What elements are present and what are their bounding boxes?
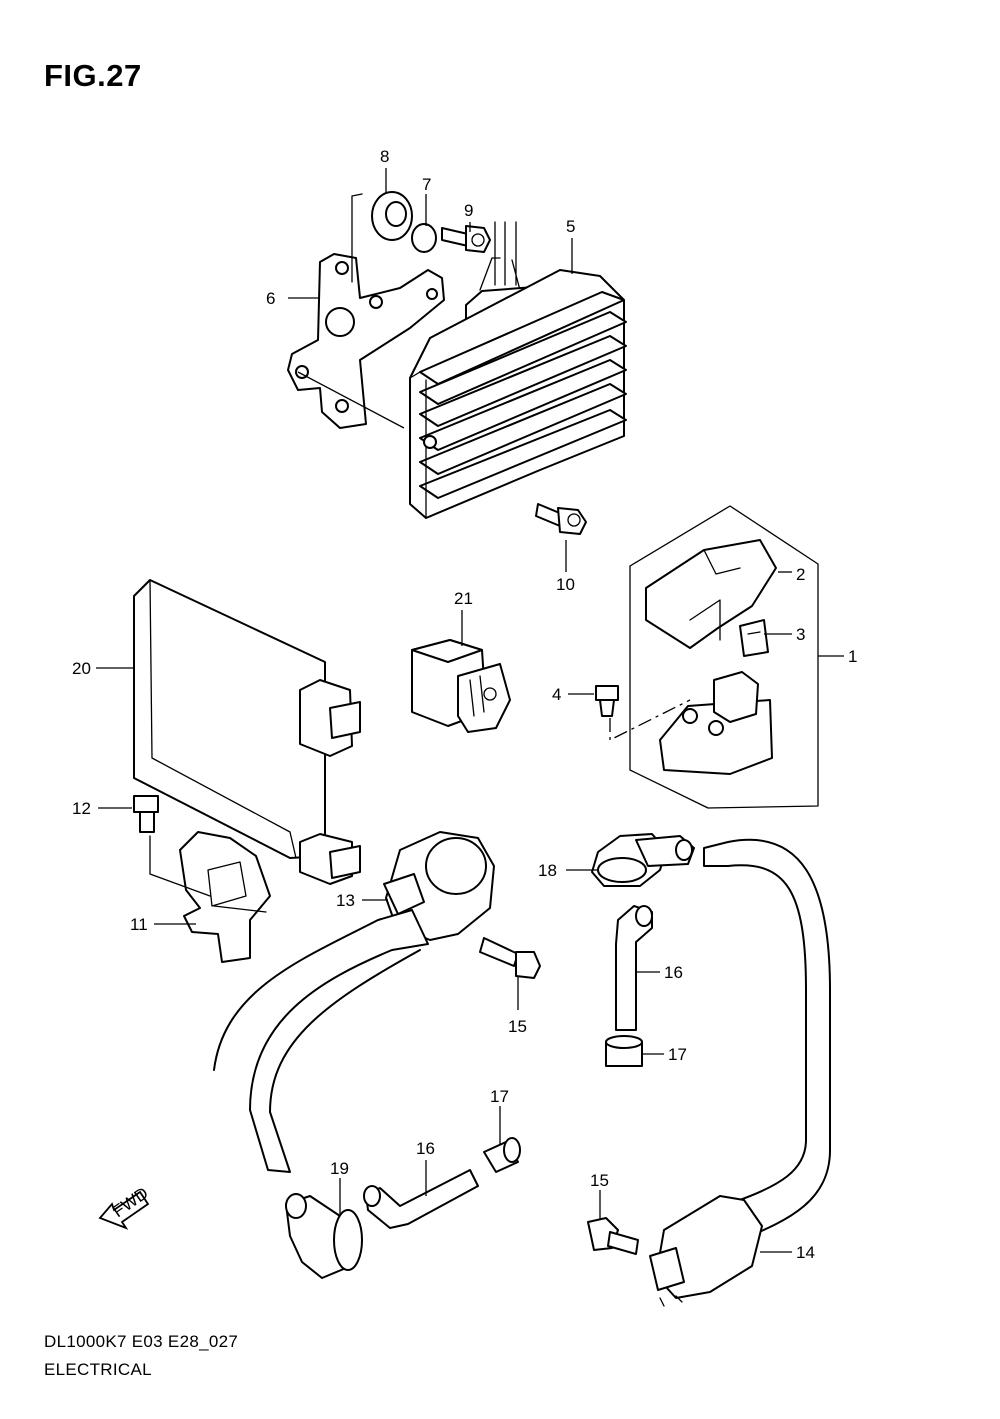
regulator-bracket[interactable] [287, 193, 445, 429]
callout-16-front: 16 [664, 963, 683, 982]
starter-relay-screw[interactable] [595, 685, 691, 742]
plug-cap-rubber-front[interactable] [615, 905, 653, 1031]
callout-5: 5 [566, 217, 575, 236]
coil-bolt-rear[interactable] [479, 937, 541, 979]
callout-9: 9 [464, 201, 473, 220]
callout-4: 4 [552, 685, 561, 704]
callout-18: 18 [538, 861, 557, 880]
callout-14: 14 [796, 1243, 815, 1262]
starter-relay-assembly-frame [629, 505, 819, 809]
callout-13: 13 [336, 891, 355, 910]
grommet[interactable] [371, 191, 413, 241]
camshaft-position-sensor[interactable] [179, 831, 271, 963]
callout-3: 3 [796, 625, 805, 644]
callout-20: 20 [72, 659, 91, 678]
sensor-bolt[interactable] [133, 795, 211, 897]
relay[interactable] [411, 639, 511, 733]
main-fuse[interactable] [739, 619, 769, 657]
callout-15-rear: 15 [508, 1017, 527, 1036]
seal-rubber-front[interactable] [605, 1035, 643, 1067]
model-code: DL1000K7 E03 E28_027 [44, 1332, 239, 1351]
collar[interactable] [411, 223, 437, 253]
callout-2: 2 [796, 565, 805, 584]
callout-17-rear: 17 [490, 1087, 509, 1106]
ignition-lead-front[interactable] [703, 838, 831, 1241]
ignition-coil-front[interactable] [649, 1195, 763, 1307]
section-name: ELECTRICAL [44, 1360, 152, 1379]
coil-bolt-front[interactable] [587, 1217, 639, 1255]
callout-15-front: 15 [590, 1171, 609, 1190]
callout-1: 1 [848, 647, 857, 666]
callout-11: 11 [130, 915, 148, 934]
callout-6: 6 [266, 289, 275, 308]
callout-7: 7 [422, 175, 431, 194]
figure-title: FIG.27 [44, 58, 142, 93]
callout-17-front: 17 [668, 1045, 687, 1064]
starter-relay-cover[interactable] [645, 539, 777, 649]
regulator-bolt-upper[interactable] [441, 225, 491, 253]
ecm-unit[interactable] [133, 579, 361, 885]
regulator-bolt-lower[interactable] [535, 503, 587, 535]
leader-lines [96, 168, 844, 1253]
spark-plug-cap-rear[interactable] [285, 1193, 363, 1279]
callout-10: 10 [556, 575, 575, 594]
callout-8: 8 [380, 147, 389, 166]
plug-cap-rubber-rear[interactable] [363, 1169, 479, 1229]
callout-labels: 8 7 9 5 6 10 21 2 3 1 4 20 12 11 13 15 1… [72, 147, 857, 1262]
seal-rubber-rear[interactable] [483, 1137, 521, 1173]
callout-12: 12 [72, 799, 91, 818]
ignition-coil-rear[interactable] [213, 831, 495, 1173]
fwd-arrow-icon: FWD [98, 1183, 152, 1230]
callout-16-rear: 16 [416, 1139, 435, 1158]
callout-21: 21 [454, 589, 473, 608]
spark-plug-cap-front[interactable] [591, 833, 695, 887]
regulator-rectifier[interactable] [409, 221, 627, 519]
starter-relay-body[interactable] [659, 671, 773, 775]
callout-19: 19 [330, 1159, 349, 1178]
